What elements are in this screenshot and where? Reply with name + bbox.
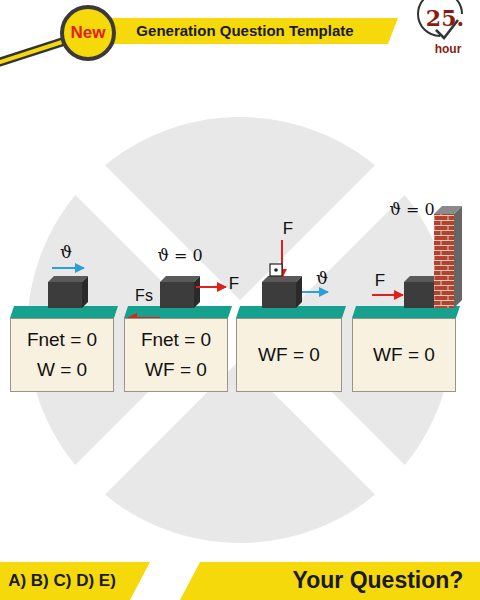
velocity-zero: ϑ = 0	[389, 201, 434, 219]
brick-wall	[434, 214, 454, 308]
right-angle-symbol	[270, 264, 282, 276]
equation-text: W = 0	[37, 359, 87, 381]
badge-text: New	[71, 24, 106, 43]
equation-text: WF = 0	[145, 359, 207, 381]
wall-side	[454, 206, 462, 308]
background-circle	[25, 115, 455, 545]
equation-text: Fnet = 0	[141, 329, 211, 351]
magnifier-handle	[0, 42, 62, 62]
force-symbol: F	[283, 220, 293, 239]
velocity-arrow	[52, 267, 84, 269]
force-arrow	[372, 294, 403, 296]
equation-text: WF = 0	[373, 344, 435, 366]
header-title: Generation Question Template	[136, 23, 353, 40]
velocity-zero: ϑ = 0	[157, 247, 202, 265]
velocity-symbol: ϑ	[316, 269, 328, 288]
force-arrow	[196, 286, 226, 288]
footer-stripe	[130, 562, 200, 600]
background-cross	[88, 178, 392, 482]
footer-band	[0, 562, 480, 600]
velocity-symbol: ϑ	[60, 243, 72, 262]
table-box: WF = 0	[236, 318, 342, 392]
force-symbol: F	[229, 275, 239, 294]
question-prompt: Your Question?	[293, 568, 464, 593]
equation-text: WF = 0	[258, 344, 320, 366]
header-band	[100, 18, 398, 44]
answer-options: A) B) C) D) E)	[8, 572, 116, 591]
force-symbol: F	[375, 272, 385, 291]
table-box: Fnet = 0 WF = 0	[124, 318, 228, 392]
velocity-arrow	[302, 291, 328, 293]
equation-text: Fnet = 0	[27, 329, 97, 351]
time-unit: hour	[435, 43, 462, 56]
friction-symbol: Fs	[135, 287, 153, 305]
magnifier-lens	[62, 7, 114, 59]
table-box: Fnet = 0 W = 0	[10, 318, 114, 392]
table-box: WF = 0	[352, 318, 456, 392]
time-number: 25.	[426, 6, 464, 30]
